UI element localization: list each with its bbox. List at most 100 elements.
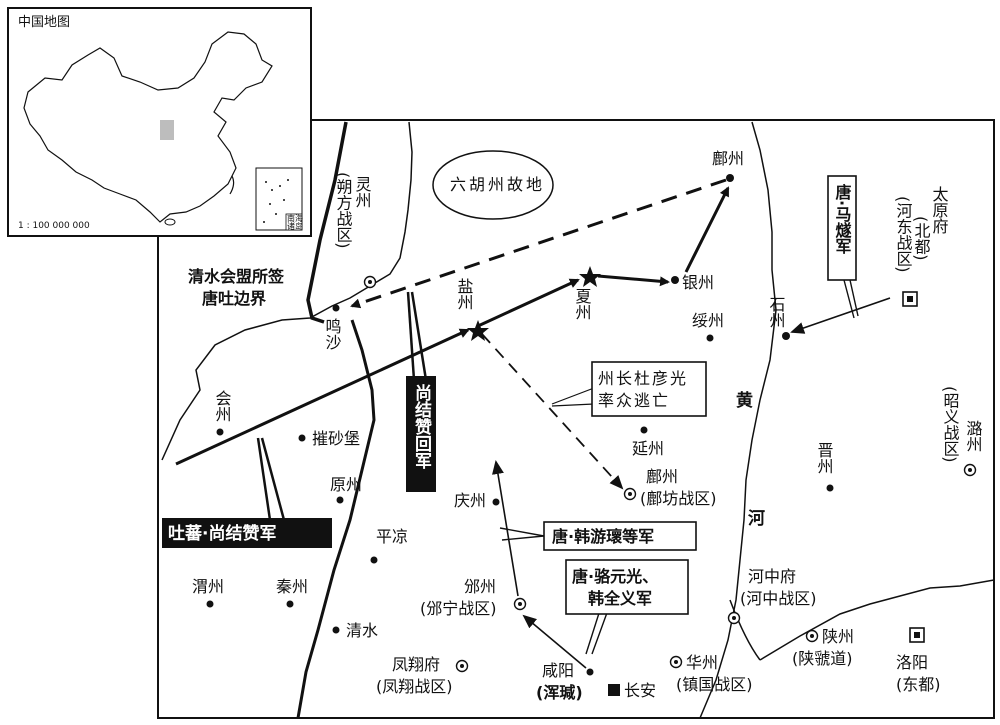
mingsha-name: 鸣沙 bbox=[323, 318, 342, 350]
luo-yuanguang-line-2: 韩全义军 bbox=[588, 589, 652, 608]
south-sea-label-2: 诸岛 bbox=[287, 221, 303, 231]
lingzhou-name: 灵州 bbox=[353, 176, 372, 208]
river-name-2: 河 bbox=[748, 509, 765, 529]
luoyang-marker bbox=[909, 627, 925, 643]
river-junction-curve bbox=[729, 599, 761, 661]
xianyang-marker bbox=[586, 668, 594, 676]
hezhong-name: 河中府 bbox=[748, 567, 796, 586]
shanzhou-name: 陕州 bbox=[822, 627, 854, 646]
shizhou-name: 石州 bbox=[767, 296, 786, 328]
taiyuan-district: (河东战区) bbox=[894, 196, 913, 272]
yuanzhou-marker bbox=[336, 496, 344, 504]
boundary-north bbox=[306, 121, 348, 324]
huizhou-name: 会州 bbox=[213, 390, 232, 422]
xiazhou-name: 夏州 bbox=[573, 288, 592, 320]
luzhou-marker bbox=[963, 463, 977, 477]
inset-map: 中国地图 南海 诸岛 1 : 100 000 000 bbox=[7, 7, 312, 237]
shang-return-box bbox=[406, 376, 436, 492]
weizhou-name: 渭州 bbox=[192, 577, 224, 596]
pingliang-marker bbox=[370, 556, 378, 564]
taiyuan-marker bbox=[902, 291, 918, 307]
cuishabao-marker bbox=[298, 434, 306, 442]
fengxiang-marker bbox=[455, 659, 469, 673]
arrow-xianyang-binzhou bbox=[522, 614, 587, 669]
arrow-ma-sui bbox=[790, 297, 891, 334]
study-area-marker bbox=[160, 120, 174, 140]
fuzhou-south-district: (鄜坊战区) bbox=[640, 489, 717, 508]
boundary-south bbox=[296, 319, 376, 719]
river-name-1: 黄 bbox=[736, 390, 753, 411]
shang-return-label: 尚结赞回军 bbox=[411, 383, 433, 470]
hezhong-marker bbox=[727, 611, 741, 625]
treaty-label-2: 唐吐边界 bbox=[202, 289, 266, 308]
pingliang-name: 平凉 bbox=[376, 527, 408, 546]
taiyuan-name: 太原府 bbox=[930, 186, 949, 235]
han-youhuai-box bbox=[543, 521, 697, 551]
fengxiang-name: 凤翔府 bbox=[392, 655, 440, 674]
yanzhou2-marker bbox=[640, 426, 648, 434]
luo-yuanguang-line-1: 唐·骆元光、 bbox=[572, 567, 658, 586]
binzhou-marker bbox=[513, 597, 527, 611]
south-sea-label-1: 南海 bbox=[287, 213, 303, 223]
main-map-frame bbox=[157, 119, 995, 719]
jinzhou-marker bbox=[826, 484, 834, 492]
arrow-du-yanguang bbox=[481, 333, 624, 490]
shanzhou-marker bbox=[805, 629, 819, 643]
han-youhuai-label: 唐·韩游瓌等军 bbox=[552, 527, 654, 546]
china-outline bbox=[23, 31, 273, 223]
taiwan-outline bbox=[229, 175, 235, 195]
ma-sui-box bbox=[827, 175, 857, 281]
huizhou-marker bbox=[216, 428, 224, 436]
tibet-army-label: 吐蕃·尚结赞军 bbox=[168, 523, 276, 544]
qingzhou-name: 庆州 bbox=[454, 491, 486, 510]
shanzhou-district: (陕虢道) bbox=[792, 649, 853, 668]
huazhou-district: (镇国战区) bbox=[676, 675, 753, 694]
yellow-river-right-bank bbox=[699, 121, 777, 719]
du-yanguang-box bbox=[591, 361, 707, 417]
ma-sui-label: 唐·马燧军 bbox=[833, 183, 852, 255]
suizhou-marker bbox=[706, 334, 714, 342]
fuzhou-north-marker bbox=[726, 174, 734, 182]
changan-name: 长安 bbox=[624, 681, 656, 700]
xianyang-name: 咸阳 bbox=[542, 661, 574, 680]
changan-marker bbox=[608, 684, 620, 696]
luzhou-name: 潞州 bbox=[964, 420, 983, 452]
hainan-outline bbox=[164, 218, 176, 226]
arrow-return-dashed bbox=[350, 178, 727, 309]
luzhou-district: (昭义战区) bbox=[941, 386, 960, 462]
binzhou-name: 邠州 bbox=[464, 577, 496, 596]
shizhou-marker bbox=[782, 332, 790, 340]
luoyang-name: 洛阳 bbox=[896, 653, 928, 672]
tibet-army-box bbox=[162, 518, 332, 548]
qingshui-marker bbox=[332, 626, 340, 634]
yellow-river-left-bank bbox=[161, 121, 413, 461]
xiazhou-star bbox=[579, 266, 601, 287]
tibet-advance-line bbox=[175, 328, 470, 466]
inset-title: 中国地图 bbox=[18, 15, 70, 30]
yinzhou-marker bbox=[671, 276, 679, 284]
cuishabao-name: 摧砂堡 bbox=[312, 429, 360, 448]
yuanzhou-name: 原州 bbox=[330, 475, 362, 494]
lingzhou-district: (朔方战区) bbox=[334, 172, 353, 248]
qingshui-name: 清水 bbox=[346, 621, 378, 640]
du-yanguang-line-1: 州长杜彦光 bbox=[598, 369, 688, 388]
yanzhou-name: 盐州 bbox=[455, 278, 474, 310]
inset-scale: 1 : 100 000 000 bbox=[18, 221, 90, 231]
treaty-label-1: 清水会盟所签 bbox=[188, 267, 285, 286]
six-hu-region bbox=[432, 150, 554, 220]
arrow-yinzhou-fuzhou bbox=[684, 186, 730, 273]
river-east-branch bbox=[759, 579, 995, 661]
huazhou-marker bbox=[669, 655, 683, 669]
du-yanguang-line-2: 率众逃亡 bbox=[598, 391, 670, 410]
suizhou-name: 绥州 bbox=[692, 311, 724, 330]
city-markers bbox=[206, 174, 977, 696]
binzhou-district: (邠宁战区) bbox=[420, 599, 497, 618]
south-sea-islands bbox=[263, 179, 289, 223]
qinzhou-marker bbox=[286, 600, 294, 608]
fengxiang-district: (凤翔战区) bbox=[376, 677, 453, 696]
yanzhou2-name: 延州 bbox=[632, 439, 664, 458]
luoyang-district: (东都) bbox=[896, 675, 941, 694]
huazhou-name: 华州 bbox=[686, 653, 718, 672]
arrow-yanzhou-xiazhou bbox=[477, 278, 580, 328]
